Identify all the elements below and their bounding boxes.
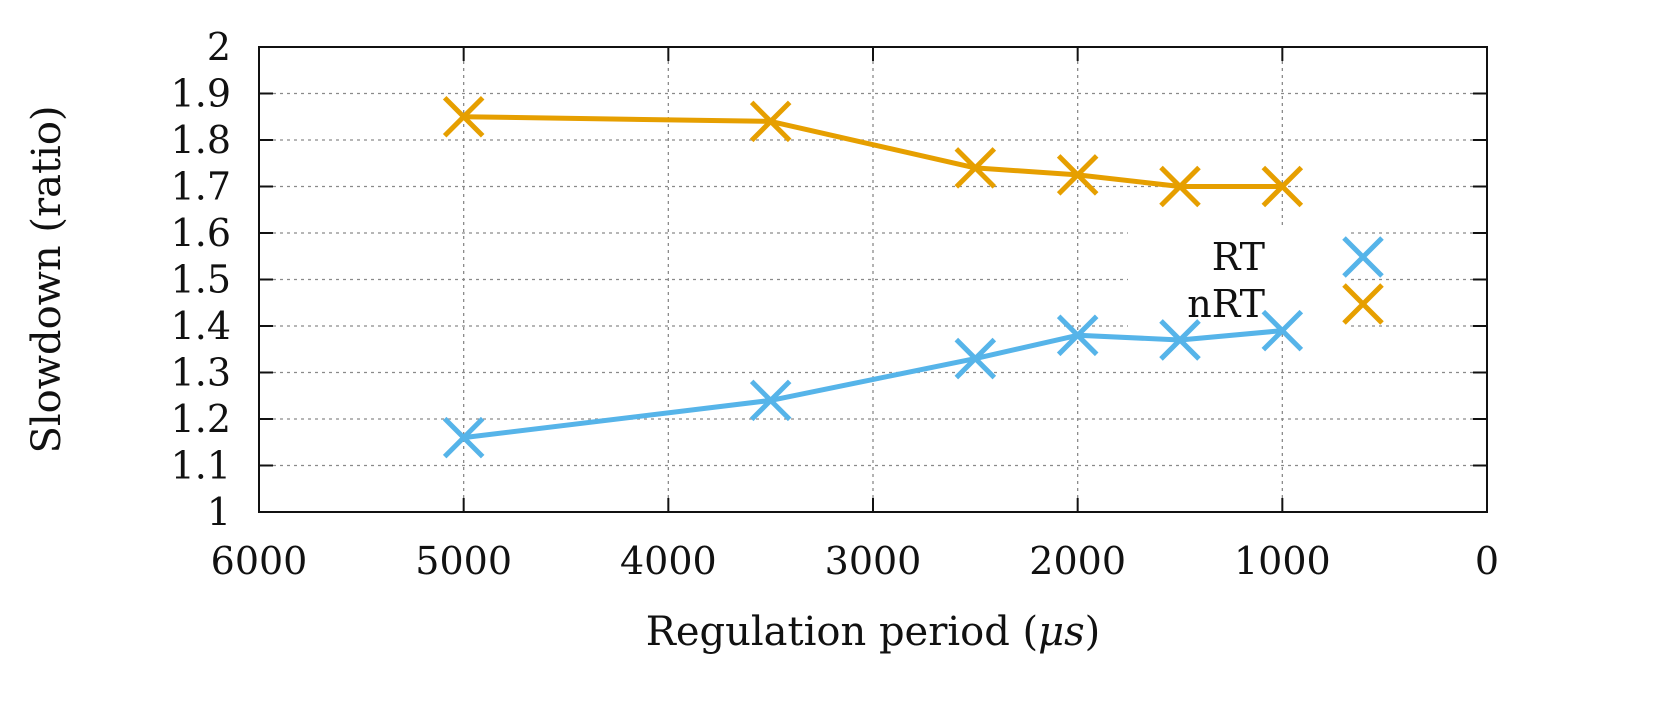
x-tick-label: 5000 <box>415 539 512 583</box>
y-tick-label: 1.4 <box>171 304 231 348</box>
x-tick-label: 0 <box>1475 539 1499 583</box>
y-tick-label: 1 <box>207 490 231 534</box>
y-axis-title: Slowdown (ratio) <box>24 105 70 453</box>
marker-stroke <box>954 147 997 189</box>
y-tick-label: 1.8 <box>171 118 231 162</box>
marker-stroke <box>1261 309 1304 352</box>
series-line-rt <box>463 328 1283 441</box>
ticks: 11.11.21.31.41.51.61.71.81.92 6000 5000 400… <box>171 25 1500 583</box>
data-point-nrt <box>442 95 485 138</box>
data-point-nrt <box>749 100 792 143</box>
y-tick-label: 1.3 <box>171 351 231 395</box>
marker-stroke <box>954 337 997 380</box>
marker-stroke <box>1342 236 1384 278</box>
marker-stroke <box>1261 165 1304 208</box>
y-tick-label: 1.6 <box>171 211 231 255</box>
x-axis-title-unit: μs <box>1038 609 1085 655</box>
legend-label-nrt: nRT <box>1187 282 1265 326</box>
x-tick-label: 4000 <box>620 539 717 583</box>
marker-stroke <box>1159 319 1201 361</box>
x-axis-title: Regulation period (μs) <box>646 609 1101 655</box>
legend-box <box>1128 228 1350 330</box>
data-point-rt <box>1261 309 1304 352</box>
data-point-rt <box>1159 319 1201 361</box>
legend-marker-rt <box>1342 236 1384 278</box>
marker-stroke <box>749 100 792 143</box>
marker-stroke <box>1056 154 1099 196</box>
data-point-nrt <box>1056 154 1099 196</box>
marker-stroke <box>749 379 792 422</box>
marker-stroke <box>442 416 485 459</box>
y-tick-label: 1.2 <box>171 397 231 441</box>
series-nrt <box>442 95 1304 208</box>
data-point-rt <box>749 379 792 422</box>
y-tick-label: 1.5 <box>171 258 231 302</box>
data-point-nrt <box>1261 165 1304 208</box>
data-point-nrt <box>1159 165 1201 208</box>
series <box>442 95 1304 459</box>
legend-label-rt: RT <box>1212 235 1265 279</box>
data-point-rt <box>442 416 485 459</box>
x-tick-label: 3000 <box>825 539 922 583</box>
y-tick-label: 2 <box>207 25 231 69</box>
legend-background <box>1128 228 1350 330</box>
marker-stroke <box>442 95 485 138</box>
x-tick-label: 1000 <box>1234 539 1331 583</box>
y-tick-label: 1.1 <box>171 444 231 488</box>
x-axis-title-close: ) <box>1085 609 1101 655</box>
legend-marker-nrt <box>1342 283 1384 325</box>
series-rt <box>442 309 1304 459</box>
series-line-nrt <box>463 114 1283 189</box>
marker-stroke <box>1159 165 1201 208</box>
y-tick-label: 1.9 <box>171 72 231 116</box>
data-point-nrt <box>954 147 997 189</box>
y-tick-label: 1.7 <box>171 165 231 209</box>
data-point-rt <box>954 337 997 380</box>
marker-stroke <box>1056 314 1099 357</box>
x-axis-title-text: Regulation period ( <box>646 609 1038 655</box>
x-tick-label: 2000 <box>1029 539 1126 583</box>
x-tick-label: 6000 <box>211 539 308 583</box>
data-point-rt <box>1056 314 1099 357</box>
marker-stroke <box>1342 283 1384 325</box>
